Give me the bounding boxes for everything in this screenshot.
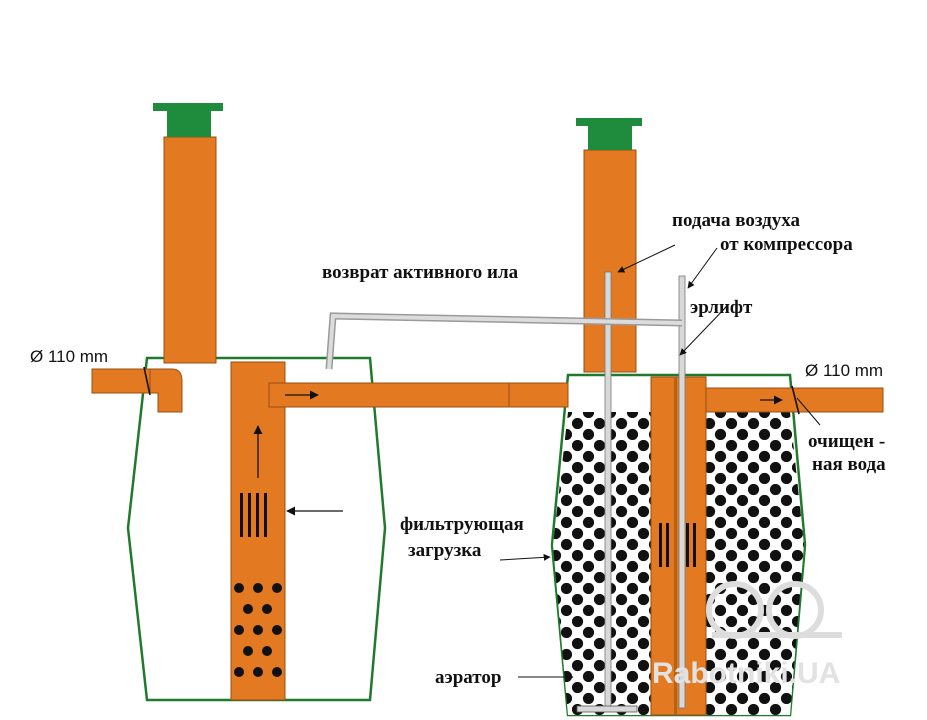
label-inlet-diameter: Ø 110 mm <box>30 347 108 366</box>
perforation-hole <box>272 625 282 635</box>
left-riser <box>163 136 217 364</box>
inlet-wall-mark <box>143 366 151 396</box>
labels: Ø 110 mm Ø 110 mm возврат активного ила … <box>30 210 886 688</box>
label-treated-water-2: ная вода <box>812 454 886 475</box>
filter-media-right <box>706 412 804 715</box>
perforation-hole <box>243 604 253 614</box>
air-tube-airlift <box>678 275 686 709</box>
label-air-supply-2: от компрессора <box>720 234 853 255</box>
aerator-bar <box>576 705 638 713</box>
outlet-pipe <box>705 387 884 413</box>
inlet-elbow <box>149 368 183 413</box>
left-tank <box>91 103 387 702</box>
right-pipe-slots <box>659 523 696 567</box>
watermark-text: Rabotniki.UA <box>652 657 840 690</box>
connecting-pipes <box>268 312 683 408</box>
right-cap <box>588 124 632 150</box>
right-tank <box>550 118 884 717</box>
perforation-hole <box>272 667 282 677</box>
label-treated-water-1: очищен - <box>808 431 885 452</box>
label-filter-media-1: фильтрующая <box>400 514 524 535</box>
leader-lines <box>499 244 821 681</box>
perforation-hole <box>234 667 244 677</box>
outlet-wall-mark <box>791 385 800 415</box>
label-outlet-diameter: Ø 110 mm <box>805 361 883 380</box>
watermark-logo-icon <box>706 581 842 639</box>
perforation-hole <box>253 667 263 677</box>
label-filter-media-2: загрузка <box>408 540 482 561</box>
left-pipe-slots <box>240 493 267 537</box>
perforation-hole <box>234 625 244 635</box>
label-sludge-return: возврат активного ила <box>322 262 519 283</box>
perforation-hole <box>262 646 272 656</box>
left-pipe-perforations <box>234 583 282 677</box>
perforation-hole <box>272 583 282 593</box>
left-cap-top <box>153 103 223 111</box>
label-aerator: аэратор <box>435 667 501 688</box>
perforation-hole <box>243 646 253 656</box>
perforation-hole <box>253 583 263 593</box>
air-tube-aerator <box>604 271 612 709</box>
label-air-supply-1: подача воздуха <box>672 210 800 231</box>
perforation-hole <box>234 583 244 593</box>
right-pipe-inner-wall <box>674 377 677 715</box>
left-cap <box>167 109 211 137</box>
right-cap-top <box>576 118 642 126</box>
perforation-hole <box>253 625 263 635</box>
label-airlift: эрлифт <box>690 297 753 318</box>
watermark: Rabotniki.UA <box>652 581 842 690</box>
perforation-hole <box>262 604 272 614</box>
filter-media-left <box>553 412 651 715</box>
